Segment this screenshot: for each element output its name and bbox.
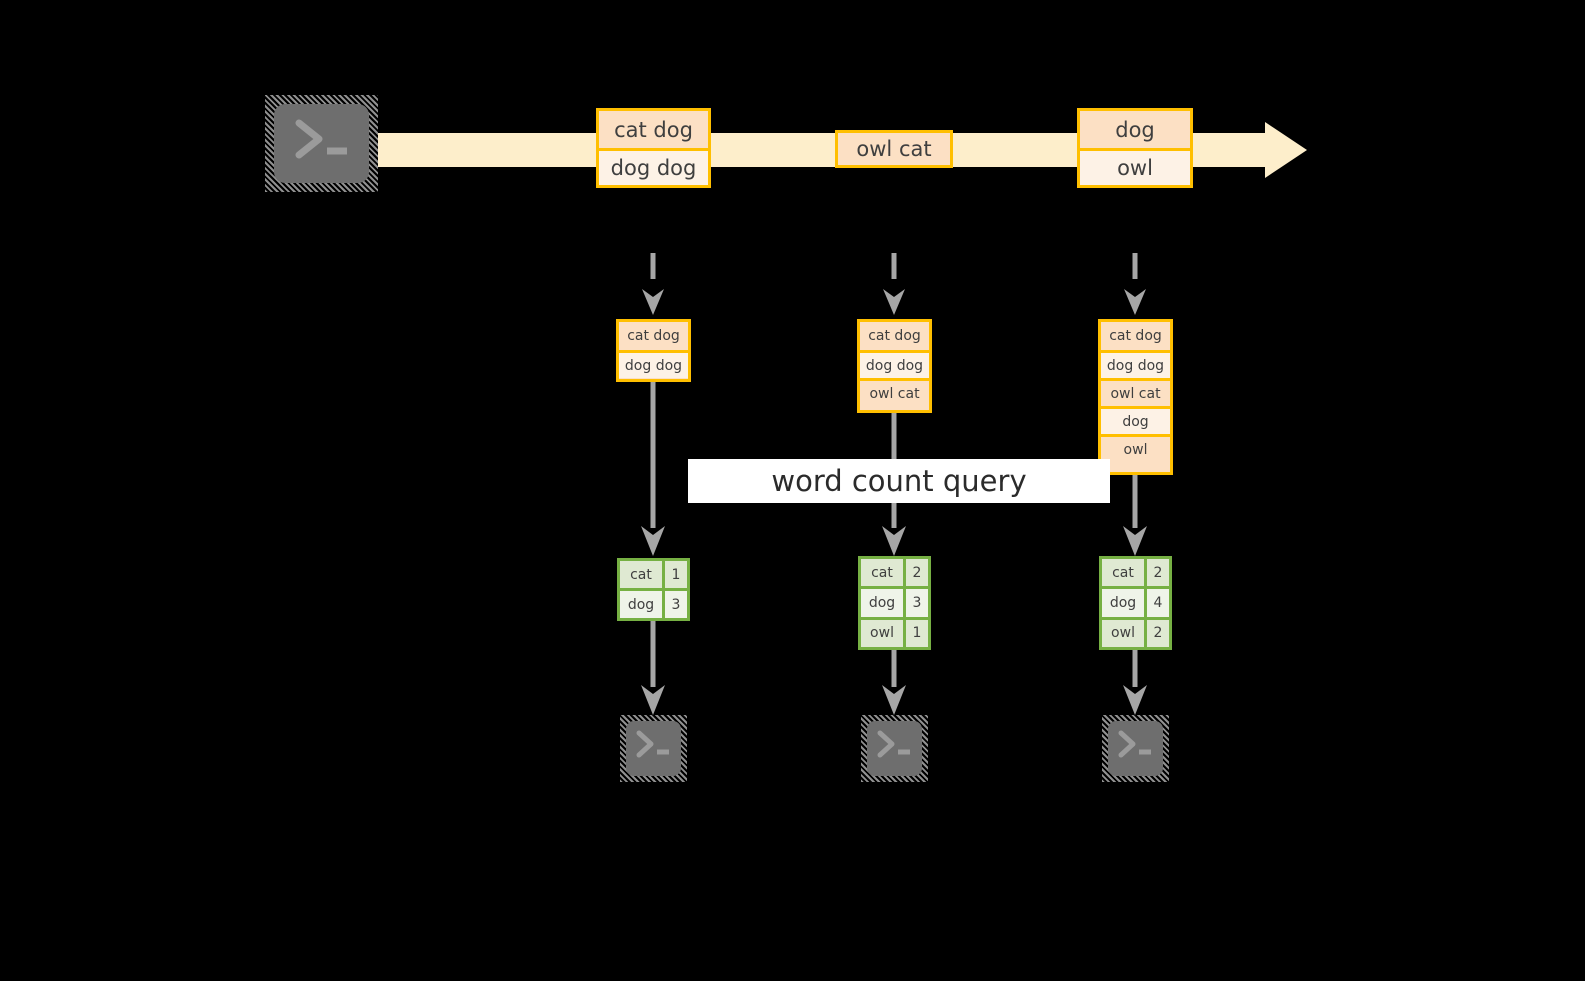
snapshot-2-input[interactable]: cat dog dog dog owl cat	[857, 319, 932, 413]
snapshot-3-input-line-3: owl cat	[1101, 378, 1170, 406]
sink-terminal-icon-2[interactable]	[861, 715, 928, 782]
dashed-connector-1	[638, 253, 668, 319]
snapshot-1-result-table[interactable]: cat 1 dog 3	[617, 558, 690, 621]
snapshot-3-input[interactable]: cat dog dog dog owl cat dog owl	[1098, 319, 1173, 475]
snapshot-2-input-line-3: owl cat	[860, 378, 929, 406]
source-terminal-icon[interactable]	[265, 95, 378, 192]
result-count: 2	[1147, 619, 1169, 647]
stream-batch-3[interactable]: dog owl	[1077, 108, 1193, 188]
snapshot-3-result-table[interactable]: cat 2 dog 4 owl 2	[1099, 556, 1172, 650]
result-count: 3	[906, 589, 928, 617]
stream-batch-2-line-1: owl cat	[838, 133, 950, 165]
snapshot-1-input-line-2: dog dog	[619, 350, 688, 378]
table-row: owl 1	[861, 616, 928, 647]
table-row: cat 2	[1102, 559, 1169, 587]
stream-batch-2[interactable]: owl cat	[835, 130, 953, 168]
terminal-body	[274, 104, 369, 183]
terminal-body	[626, 721, 681, 776]
terminal-glyphs	[265, 95, 378, 192]
sink-connector-2	[879, 650, 909, 717]
stream-batch-3-line-1: dog	[1080, 111, 1190, 148]
result-word: dog	[620, 591, 665, 618]
snapshot-2-input-line-1: cat dog	[860, 322, 929, 350]
result-count: 2	[1147, 559, 1169, 587]
table-row: dog 4	[1102, 586, 1169, 617]
result-count: 3	[665, 591, 687, 618]
result-count: 1	[665, 561, 687, 588]
query-connector-3	[1120, 475, 1150, 558]
snapshot-2-input-line-2: dog dog	[860, 350, 929, 378]
table-row: cat 1	[620, 561, 687, 588]
terminal-glyphs	[1102, 715, 1169, 782]
snapshot-3-input-line-2: dog dog	[1101, 350, 1170, 378]
result-word: cat	[861, 559, 906, 587]
result-count: 1	[906, 619, 928, 647]
snapshot-3-input-line-5: owl	[1101, 434, 1170, 462]
dashed-connector-2	[879, 253, 909, 319]
dashed-connector-3	[1120, 253, 1150, 319]
query-connector-1	[638, 382, 668, 558]
snapshot-3-input-line-1: cat dog	[1101, 322, 1170, 350]
query-label: word count query	[688, 459, 1110, 503]
table-row: dog 3	[861, 586, 928, 617]
stream-arrowhead	[1265, 122, 1307, 178]
sink-terminal-icon-1[interactable]	[620, 715, 687, 782]
table-row: owl 2	[1102, 616, 1169, 647]
terminal-body	[1108, 721, 1163, 776]
table-row: dog 3	[620, 588, 687, 618]
terminal-body	[867, 721, 922, 776]
result-word: cat	[1102, 559, 1147, 587]
stream-batch-1[interactable]: cat dog dog dog	[596, 108, 711, 188]
snapshot-1-input-line-1: cat dog	[619, 322, 688, 350]
table-row: cat 2	[861, 559, 928, 587]
stream-batch-1-line-2: dog dog	[599, 148, 708, 185]
snapshot-2-result-table[interactable]: cat 2 dog 3 owl 1	[858, 556, 931, 650]
sink-connector-1	[638, 621, 668, 717]
result-word: dog	[1102, 589, 1147, 617]
result-word: owl	[861, 619, 906, 647]
stream-batch-3-line-2: owl	[1080, 148, 1190, 185]
sink-connector-3	[1120, 650, 1150, 717]
result-word: cat	[620, 561, 665, 588]
snapshot-1-input[interactable]: cat dog dog dog	[616, 319, 691, 382]
result-word: owl	[1102, 619, 1147, 647]
snapshot-3-input-line-4: dog	[1101, 406, 1170, 434]
result-count: 2	[906, 559, 928, 587]
result-word: dog	[861, 589, 906, 617]
result-count: 4	[1147, 589, 1169, 617]
stream-batch-1-line-1: cat dog	[599, 111, 708, 148]
sink-terminal-icon-3[interactable]	[1102, 715, 1169, 782]
terminal-glyphs	[620, 715, 687, 782]
terminal-glyphs	[861, 715, 928, 782]
